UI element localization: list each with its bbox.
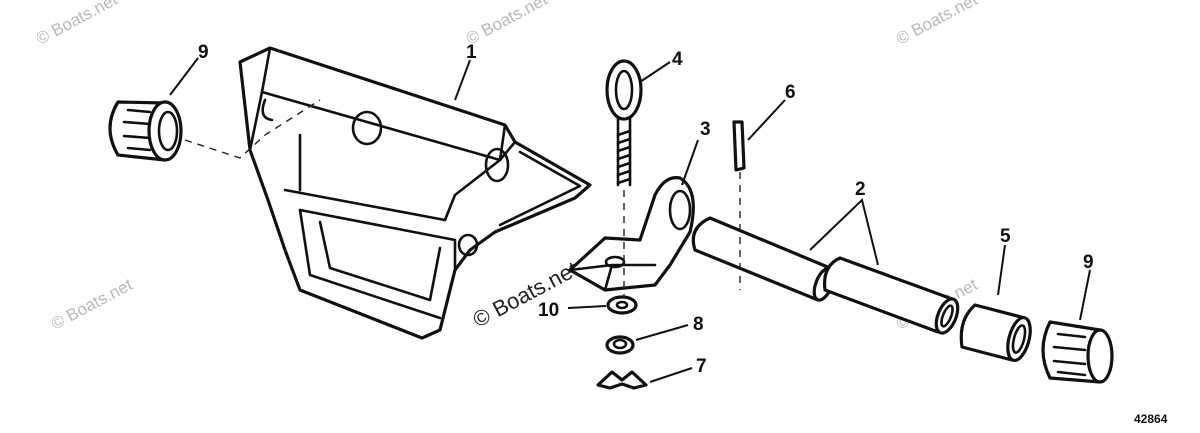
bracket-part [238, 46, 592, 340]
callout-4: 4 [672, 49, 683, 70]
callout-2: 2 [855, 179, 866, 200]
watermark-top-right: © Boats.net [893, 0, 981, 49]
callout-6: 6 [785, 82, 796, 103]
knob-part-left [108, 100, 183, 162]
tube-part-lower [822, 256, 960, 335]
eye-bolt-part [605, 59, 643, 187]
knob-part-right [1041, 320, 1114, 384]
figure-number: 42864 [1134, 412, 1168, 426]
callout-3: 3 [700, 119, 711, 140]
callout-8: 8 [693, 314, 704, 335]
watermark-top-left: © Boats.net [33, 0, 121, 49]
wing-nut-part [596, 370, 648, 390]
pin-part [732, 120, 746, 172]
callout-5: 5 [1000, 226, 1011, 247]
assembly-line-knob [184, 99, 321, 159]
watermark-bottom-left: © Boats.net [48, 275, 136, 334]
flat-washer-part [605, 335, 635, 355]
callout-10: 10 [538, 300, 559, 321]
callout-9-left: 9 [198, 42, 209, 63]
angle-clip-part [568, 176, 695, 292]
callout-7: 7 [696, 356, 707, 377]
callout-9-right: 9 [1083, 252, 1094, 273]
tube-part-upper [691, 216, 836, 302]
callout-1: 1 [466, 42, 477, 63]
watermark-center: © Boats.net [469, 256, 583, 332]
bushing-part [959, 303, 1032, 363]
lock-washer-part [606, 295, 638, 315]
